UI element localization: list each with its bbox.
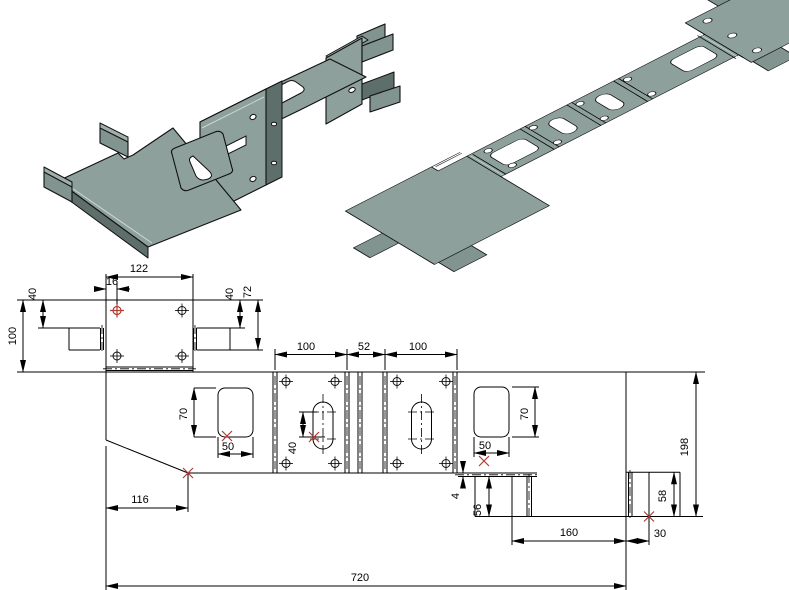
dim-50-left[interactable]: 50 bbox=[222, 441, 234, 453]
rect-cutout-left[interactable] bbox=[217, 387, 254, 438]
tab-holes[interactable] bbox=[109, 303, 190, 364]
folded-side-tab bbox=[369, 85, 401, 113]
flat-obround-slot bbox=[595, 93, 625, 111]
folded-flange bbox=[43, 171, 73, 203]
hole-icon bbox=[270, 160, 278, 166]
panel-bend-centerlines bbox=[274, 376, 456, 469]
hole-icon bbox=[249, 175, 257, 183]
dim-116[interactable]: 116 bbox=[131, 494, 149, 506]
outline-main-band bbox=[17, 371, 705, 590]
flat-rect-cutout bbox=[490, 138, 539, 166]
folded-lanced-slot bbox=[188, 155, 212, 181]
dim-100-b[interactable]: 100 bbox=[409, 341, 427, 353]
bend-highlight bbox=[698, 33, 740, 59]
dim-40-left[interactable]: 40 bbox=[27, 288, 39, 300]
reference-x-marks bbox=[182, 430, 655, 523]
panel-bend-lines bbox=[272, 372, 458, 473]
flat-obround-slot bbox=[548, 117, 578, 135]
outline-top-tab bbox=[17, 299, 263, 372]
dim-100-left[interactable]: 100 bbox=[7, 327, 19, 345]
panel-holes[interactable] bbox=[278, 374, 454, 471]
view-folded-3d[interactable] bbox=[43, 23, 401, 259]
dim-198[interactable]: 198 bbox=[679, 438, 691, 456]
flat-band-holes bbox=[483, 76, 657, 168]
dim-70-right[interactable]: 70 bbox=[519, 408, 531, 420]
bend-highlight bbox=[201, 96, 265, 129]
hole-icon bbox=[249, 113, 257, 121]
dim-58[interactable]: 58 bbox=[657, 490, 669, 502]
dim-720[interactable]: 720 bbox=[351, 572, 369, 584]
dimensions[interactable]: 122 16 40 100 40 72 100 52 100 bbox=[7, 263, 699, 590]
dim-70-left[interactable]: 70 bbox=[178, 408, 190, 420]
dim-40-right[interactable]: 40 bbox=[224, 288, 236, 300]
rect-cutout-right[interactable] bbox=[473, 386, 510, 438]
flat-rect-cutout bbox=[670, 46, 718, 72]
dim-16[interactable]: 16 bbox=[106, 276, 118, 288]
flat-endplate-holes bbox=[702, 17, 763, 54]
dim-56[interactable]: 56 bbox=[472, 504, 484, 516]
hole-icon bbox=[348, 87, 356, 93]
dim-100-a[interactable]: 100 bbox=[297, 341, 315, 353]
dim-122[interactable]: 122 bbox=[130, 263, 148, 275]
dim-30[interactable]: 30 bbox=[654, 528, 666, 540]
dim-52[interactable]: 52 bbox=[358, 341, 370, 353]
view-flat-3d[interactable] bbox=[288, 0, 789, 288]
bend-highlight bbox=[65, 183, 153, 244]
view-flat-drawing[interactable]: 122 16 40 100 40 72 100 52 100 bbox=[7, 263, 705, 590]
hole-icon bbox=[270, 121, 278, 127]
dim-72[interactable]: 72 bbox=[242, 286, 254, 298]
dim-4[interactable]: 4 bbox=[450, 493, 462, 499]
dim-160[interactable]: 160 bbox=[560, 527, 578, 539]
slot-centerlines bbox=[310, 394, 435, 457]
bend-highlight bbox=[469, 155, 504, 176]
folded-center-side bbox=[265, 80, 283, 186]
folded-recess bbox=[170, 130, 234, 192]
dim-40-slot[interactable]: 40 bbox=[287, 442, 299, 454]
dim-50-right[interactable]: 50 bbox=[479, 440, 491, 452]
folded-side-tab bbox=[361, 33, 394, 63]
selected-hole[interactable] bbox=[110, 303, 124, 318]
